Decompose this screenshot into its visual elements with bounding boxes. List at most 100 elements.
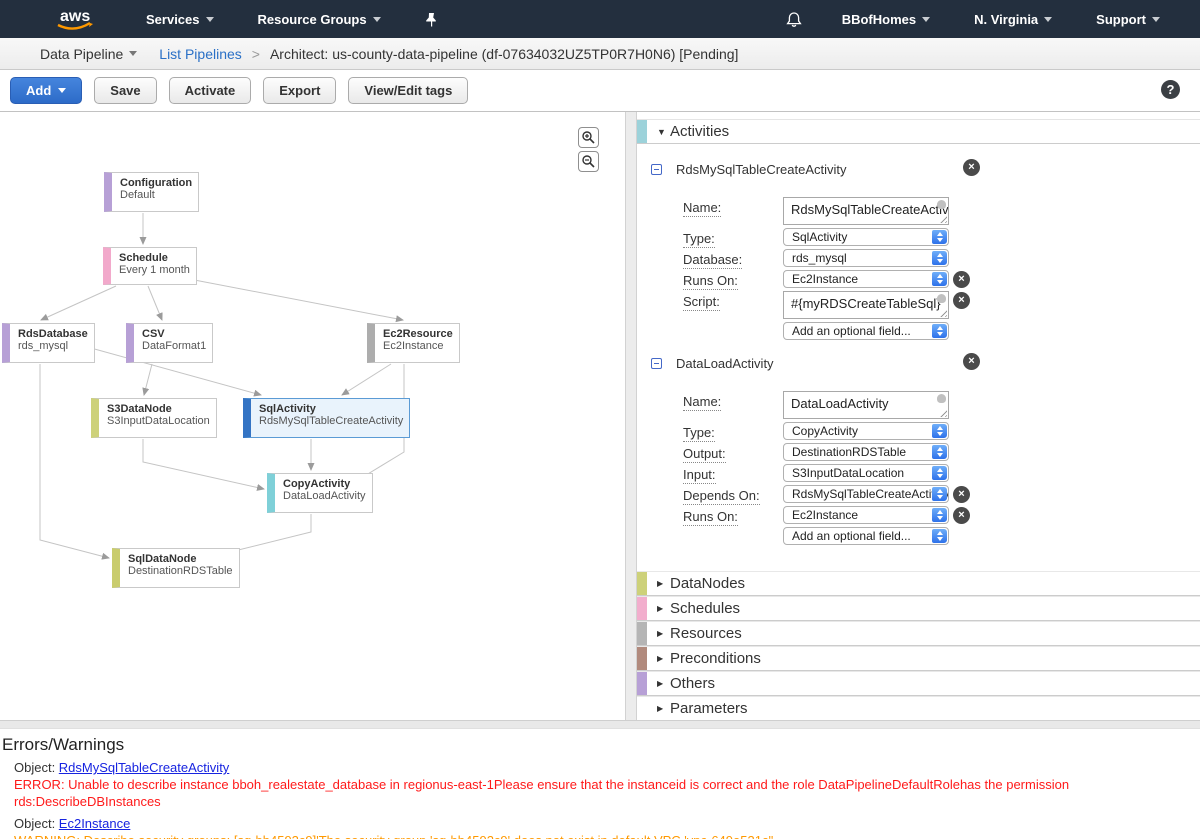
field-select[interactable]: Ec2Instance [783,506,949,524]
arrow-up-icon [936,489,943,493]
arrow-down-icon [936,332,943,336]
zoom-in-button[interactable] [578,127,599,148]
section-preconditions[interactable]: ▶Preconditions [637,646,1200,671]
nav-services[interactable]: Services [124,12,236,27]
field-textarea[interactable]: #{myRDSCreateTableSql} [783,291,949,319]
node-name-label: Every 1 month [119,264,190,276]
aws-logo[interactable]: aws [52,5,96,33]
svg-text:aws: aws [60,8,90,25]
nav-pin[interactable] [403,12,460,27]
section-others[interactable]: ▶Others [637,671,1200,696]
node-name-label: DestinationRDSTable [128,565,233,577]
arrow-down-icon [936,238,943,242]
textarea-resize-grip[interactable] [938,308,947,317]
pane-resize-handle[interactable] [625,112,637,720]
field-control: #{myRDSCreateTableSql} [783,291,949,319]
magnifier-minus-icon [582,155,595,168]
field-label-wrap: Type: [683,422,783,442]
chevron-down-icon [205,16,214,22]
breadcrumb-list-pipelines-link[interactable]: List Pipelines [159,45,242,62]
add-button[interactable]: Add [10,77,83,104]
zoom-out-button[interactable] [578,151,599,172]
field-textarea[interactable]: DataLoadActivity [783,391,949,419]
remove-icon[interactable]: × [953,486,970,503]
textarea-resize-grip[interactable] [938,214,947,223]
remove-icon[interactable]: × [953,292,970,309]
node-type-label: Configuration [120,177,193,189]
error-message: ERROR: Unable to describe instance bboh_… [14,777,1070,809]
field-select[interactable]: rds_mysql [783,249,949,267]
arrow-up-icon [936,447,943,451]
field-select[interactable]: SqlActivity [783,228,949,246]
field-select[interactable]: CopyActivity [783,422,949,440]
nav-resource-groups[interactable]: Resource Groups [236,12,403,27]
remove-icon[interactable]: × [953,271,970,288]
section-label: Parameters [670,700,748,717]
edge-schedule-to-csv [147,285,163,321]
arrow-up-icon [936,468,943,472]
breadcrumb-service-label: Data Pipeline [40,45,124,62]
horizontal-scrollbar[interactable] [0,721,1200,729]
node-type-label: Schedule [119,252,168,264]
field-label: Database: [683,252,743,269]
select-stepper-icon [932,487,947,501]
remove-icon[interactable]: × [963,353,980,370]
add-optional-field-select[interactable]: Add an optional field... [783,527,949,545]
region-menu[interactable]: N. Virginia [952,12,1074,27]
activate-button[interactable]: Activate [168,77,252,104]
select-stepper-icon [932,272,947,286]
field-label-wrap [683,322,783,325]
object-link[interactable]: RdsMySqlTableCreateActivity [58,760,230,775]
account-menu[interactable]: BBofHomes [820,12,952,27]
view-edit-tags-button[interactable]: View/Edit tags [348,77,469,104]
field-control: rds_mysql [783,249,949,267]
remove-icon[interactable]: × [963,159,980,176]
field-select[interactable]: S3InputDataLocation [783,464,949,482]
field-select[interactable]: Ec2Instance [783,270,949,288]
object-link[interactable]: Ec2Instance [58,816,131,831]
textarea-resize-grip[interactable] [938,408,947,417]
collapse-icon[interactable] [651,357,662,369]
field-select[interactable]: DestinationRDSTable [783,443,949,461]
section-parameters[interactable]: ▶Parameters [637,696,1200,720]
help-icon[interactable]: ? [1161,80,1180,99]
arrow-up-icon [936,531,943,535]
arrow-up-icon [936,426,943,430]
section-stripe [637,622,647,645]
section-stripe [637,697,647,720]
select-stepper-icon [932,324,947,338]
collapse-icon[interactable] [651,163,662,175]
support-menu[interactable]: Support [1074,12,1182,27]
add-optional-field-select[interactable]: Add an optional field... [783,322,949,340]
arrow-up-icon [936,253,943,257]
section-datanodes[interactable]: ▶DataNodes [637,571,1200,596]
section-stripe [637,672,647,695]
diagram-edges [39,213,405,560]
edge-schedule-to-rds [40,285,117,321]
field-control: RdsMySqlTableCreateActivit [783,197,949,225]
aws-logo-icon: aws [57,8,93,30]
save-button[interactable]: Save [94,77,157,104]
notifications-button[interactable] [768,11,820,28]
activity-group-header: RdsMySqlTableCreateActivity× [637,159,1200,179]
export-button[interactable]: Export [263,77,337,104]
section-activities[interactable]: ▼ Activities [637,119,1200,144]
section-resources[interactable]: ▶Resources [637,621,1200,646]
field-textarea[interactable]: RdsMySqlTableCreateActivit [783,197,949,225]
edge-ec2-to-copy [357,364,405,481]
section-activities-label: Activities [670,123,730,140]
remove-icon[interactable]: × [953,507,970,524]
breadcrumb-service-menu[interactable]: Data Pipeline [40,45,138,62]
section-schedules[interactable]: ▶Schedules [637,596,1200,621]
field-select[interactable]: RdsMySqlTableCreateActivity [783,485,949,503]
